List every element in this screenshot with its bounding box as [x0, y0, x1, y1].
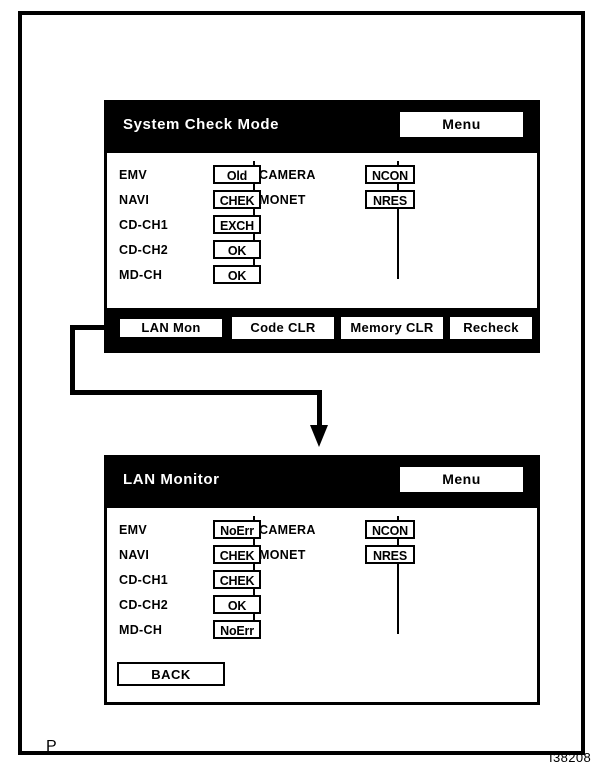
- row-label: CAMERA: [259, 523, 316, 537]
- panel-button-bar: BACK: [107, 654, 537, 702]
- row-label: MONET: [259, 193, 306, 207]
- row-label: NAVI: [119, 193, 150, 207]
- figure-id-label: I38208: [549, 750, 592, 765]
- status-badge: NoErr: [213, 520, 261, 539]
- status-badge: NCON: [365, 520, 415, 539]
- connector-segment-horizontal-bottom: [70, 390, 322, 395]
- table-row: MD-CH OK: [117, 265, 265, 288]
- status-badge: OK: [213, 240, 261, 259]
- table-row: MD-CH NoErr: [117, 620, 265, 643]
- status-column-right: CAMERA NCON MONET NRES: [255, 520, 485, 570]
- status-badge: OK: [213, 265, 261, 284]
- table-row: MONET NRES: [255, 545, 485, 568]
- status-badge: CHEK: [213, 570, 261, 589]
- status-badge: EXCH: [213, 215, 261, 234]
- panel-header-lan-monitor: LAN Monitor Menu: [107, 458, 537, 508]
- status-badge: NRES: [365, 190, 415, 209]
- table-row: CD-CH2 OK: [117, 240, 265, 263]
- table-row: CAMERA NCON: [255, 520, 485, 543]
- row-label: CD-CH2: [119, 598, 169, 612]
- page-title: System Check Mode: [123, 116, 280, 133]
- figure-frame: System Check Mode Menu EMV Old NAVI CHEK…: [18, 11, 591, 765]
- panel-body-lan-monitor: EMV NoErr NAVI CHEK CD-CH1 CHEK CD-CH2 O…: [107, 508, 537, 702]
- menu-button[interactable]: Menu: [400, 467, 523, 492]
- code-clr-button[interactable]: Code CLR: [231, 316, 335, 340]
- table-row: CAMERA NCON: [255, 165, 485, 188]
- row-label: MD-CH: [119, 623, 163, 637]
- status-badge: NCON: [365, 165, 415, 184]
- connector-segment-vertical-right: [317, 390, 322, 430]
- recheck-button[interactable]: Recheck: [449, 316, 533, 340]
- table-row: CD-CH1 CHEK: [117, 570, 265, 593]
- back-button[interactable]: BACK: [117, 662, 225, 686]
- table-row: MONET NRES: [255, 190, 485, 213]
- status-badge: CHEK: [213, 190, 261, 209]
- row-label: CD-CH2: [119, 243, 169, 257]
- connector-segment-horizontal-top: [70, 325, 112, 330]
- status-badge: NoErr: [213, 620, 261, 639]
- table-row: EMV Old: [117, 165, 265, 188]
- panel-body-system-check-mode: EMV Old NAVI CHEK CD-CH1 EXCH CD-CH2 OK …: [107, 153, 537, 350]
- row-label: MONET: [259, 548, 306, 562]
- status-column-left: EMV NoErr NAVI CHEK CD-CH1 CHEK CD-CH2 O…: [117, 520, 265, 645]
- row-label: MD-CH: [119, 268, 163, 282]
- status-badge: Old: [213, 165, 261, 184]
- panel-button-bar: LAN Mon Code CLR Memory CLR Recheck: [107, 308, 537, 350]
- table-row: CD-CH1 EXCH: [117, 215, 265, 238]
- page-title: LAN Monitor: [123, 471, 220, 488]
- row-label: CD-CH1: [119, 218, 169, 232]
- connector-segment-vertical-left: [70, 325, 75, 395]
- status-badge: NRES: [365, 545, 415, 564]
- menu-button[interactable]: Menu: [400, 112, 523, 137]
- table-row: EMV NoErr: [117, 520, 265, 543]
- status-badge: OK: [213, 595, 261, 614]
- row-label: NAVI: [119, 548, 150, 562]
- row-label: CAMERA: [259, 168, 316, 182]
- row-label: CD-CH1: [119, 573, 169, 587]
- status-column-left: EMV Old NAVI CHEK CD-CH1 EXCH CD-CH2 OK …: [117, 165, 265, 290]
- arrow-down-icon: [310, 425, 328, 447]
- row-label: EMV: [119, 523, 147, 537]
- panel-header-system-check-mode: System Check Mode Menu: [107, 103, 537, 153]
- column-divider-right: [397, 161, 399, 279]
- panel-lan-monitor: LAN Monitor Menu EMV NoErr NAVI CHEK CD-…: [104, 455, 540, 705]
- table-row: CD-CH2 OK: [117, 595, 265, 618]
- lan-mon-button[interactable]: LAN Mon: [117, 316, 225, 340]
- row-label: EMV: [119, 168, 147, 182]
- column-divider-right: [397, 516, 399, 634]
- status-column-right: CAMERA NCON MONET NRES: [255, 165, 485, 215]
- page-mark: P: [46, 738, 57, 755]
- status-badge: CHEK: [213, 545, 261, 564]
- table-row: NAVI CHEK: [117, 545, 265, 568]
- panel-system-check-mode: System Check Mode Menu EMV Old NAVI CHEK…: [104, 100, 540, 353]
- table-row: NAVI CHEK: [117, 190, 265, 213]
- memory-clr-button[interactable]: Memory CLR: [340, 316, 444, 340]
